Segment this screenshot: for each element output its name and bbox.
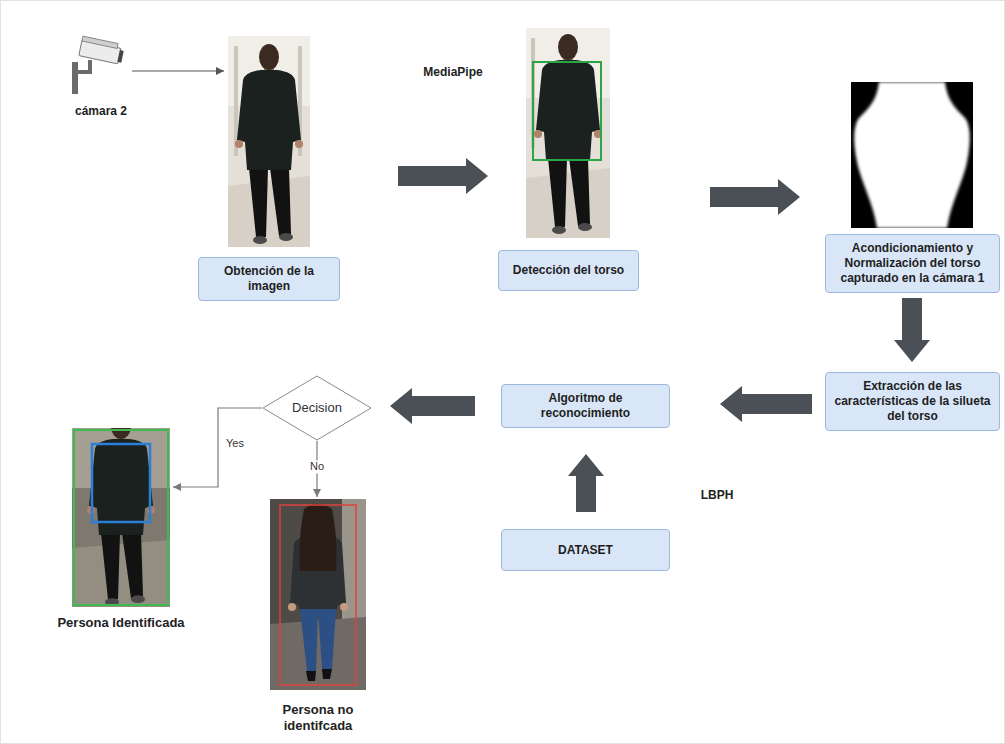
- photo-person-identified-part: [87, 428, 155, 606]
- decision-branch: [173, 408, 262, 487]
- photo-torso-detected-part: [533, 62, 601, 160]
- torso-silhouette-part: [851, 82, 973, 228]
- flow-arrow: [568, 454, 604, 512]
- photo-person-identified-part: [72, 540, 170, 607]
- flow-arrow: [390, 388, 475, 424]
- torso-silhouette-part: [854, 82, 970, 228]
- photo-person-not-identified-part: [322, 669, 332, 679]
- result-image: Persona Identificada: [72, 428, 170, 607]
- photo-person-not-identified-part: [270, 499, 366, 690]
- photo-torso-detected-part: [534, 34, 602, 234]
- photo-person-not-identified-part: [300, 504, 337, 571]
- result-caption: Persona no identifcada: [263, 702, 373, 735]
- decision-diamond: Decision: [262, 375, 372, 441]
- flow-arrow: [710, 179, 800, 215]
- photo-person-identified: [72, 428, 170, 607]
- step-text: DATASET: [558, 543, 613, 558]
- camera-icon-part: [78, 60, 90, 72]
- photo-torso-detected-part: [526, 168, 610, 238]
- camera-icon: [72, 36, 125, 94]
- decision-text: Decision: [292, 400, 342, 416]
- camera-icon-part-part: [82, 36, 118, 48]
- photo-torso-detected: [526, 28, 610, 238]
- process-box: Detección del torso: [498, 250, 639, 291]
- step-text: Extracción de las características de la …: [834, 379, 991, 424]
- result-image: Persona no identifcada: [270, 499, 366, 690]
- process-box: Acondicionamiento y Normalización del to…: [825, 234, 1000, 293]
- flow-arrow: [398, 158, 488, 194]
- torso-silhouette: [851, 82, 973, 228]
- flow-arrow: [894, 298, 930, 362]
- annotation-label: LBPH: [689, 488, 745, 502]
- step-text: Detección del torso: [513, 263, 624, 278]
- result-caption: Persona Identificada: [36, 615, 206, 631]
- annotation-label: cámara 2: [61, 104, 141, 118]
- photo-person-not-identified-part: [280, 505, 356, 685]
- process-box: Algoritmo de reconocimiento: [501, 384, 670, 428]
- photo-person-identified-part: [74, 430, 168, 605]
- step-text: Acondicionamiento y Normalización del to…: [834, 241, 991, 286]
- photo-person-not-identified-part: [288, 603, 296, 611]
- photo-person-not-identified-part: [306, 671, 316, 681]
- photo-person-not-identified-part: [318, 609, 336, 669]
- photo-person-not-identified-part: [340, 603, 348, 611]
- process-box: Extracción de las características de la …: [825, 372, 1000, 431]
- photo-person-not-identified-part: [270, 617, 366, 690]
- photo-person-not-identified: [270, 499, 366, 690]
- camera-icon-part: [79, 36, 125, 65]
- camera-arrow: [132, 70, 224, 71]
- branch-label: No: [308, 460, 326, 473]
- pipeline-step: Acondicionamiento y Normalización del to…: [825, 82, 1000, 293]
- photo-person-back: [228, 36, 310, 247]
- photo-person-not-identified-part: [300, 609, 318, 671]
- pipeline-step: Detección del torso: [498, 28, 639, 291]
- annotation-label: MediaPipe: [410, 65, 496, 79]
- photo-person-back-part: [228, 176, 310, 247]
- diamond-shape: [263, 376, 371, 440]
- branch-label: Yes: [224, 437, 246, 450]
- pipeline-step: Obtención de la imagen: [198, 36, 340, 301]
- camera-icon-part-part: [117, 50, 123, 63]
- camera-icon-part: [72, 62, 78, 94]
- step-text: Obtención de la imagen: [207, 264, 331, 294]
- photo-person-back-part: [228, 36, 310, 247]
- photo-torso-detected-part: [526, 28, 610, 238]
- photo-person-identified-part: [92, 444, 150, 522]
- photo-person-back-part: [235, 44, 303, 244]
- dataset-box: DATASET: [501, 529, 670, 571]
- process-box: Obtención de la imagen: [198, 257, 340, 301]
- flow-arrow: [720, 386, 812, 422]
- step-text: Algoritmo de reconocimiento: [510, 391, 661, 421]
